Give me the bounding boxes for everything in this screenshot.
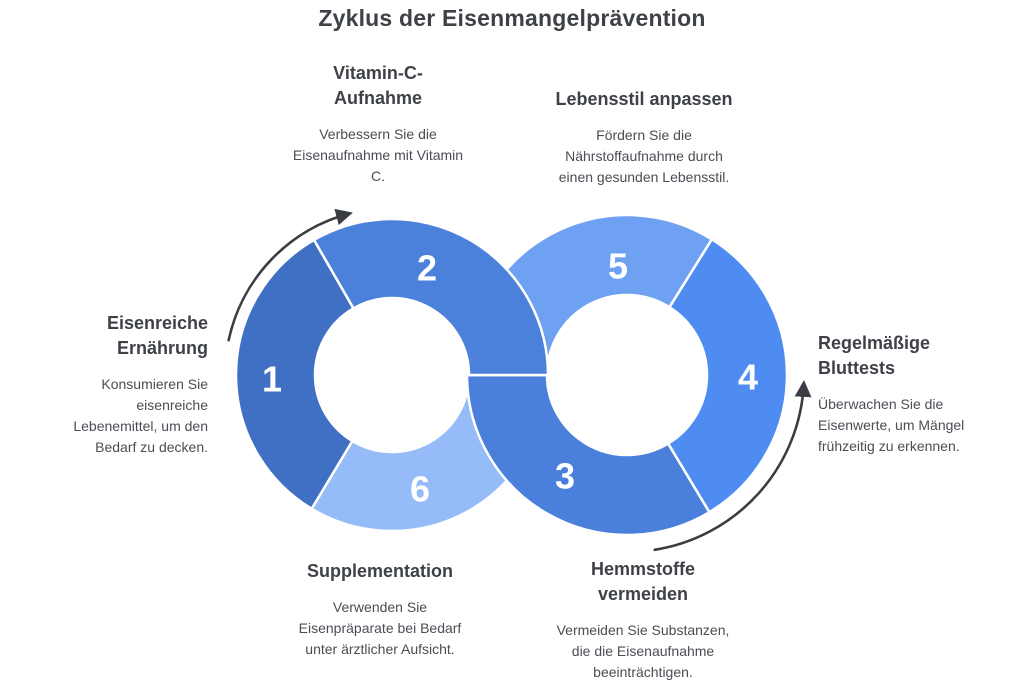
flow-arrow-left-ring xyxy=(227,208,353,342)
step-label-lebensstil-anpassen: Lebensstil anpassen Fördern Sie die Nähr… xyxy=(519,87,769,188)
segment-number-2: 2 xyxy=(417,248,437,289)
step-label-vitamin-c-aufnahme: Vitamin-C- Aufnahme Verbessern Sie die E… xyxy=(253,61,503,187)
segment-number-6: 6 xyxy=(410,469,430,510)
ring-segment-3 xyxy=(465,373,711,537)
ring-segment-2 xyxy=(312,217,550,377)
ring-segments-layer xyxy=(234,213,789,537)
step-description: Verwenden Sie Eisenpräparate bei Bedarf … xyxy=(298,599,462,657)
step-heading: Regelmäßige Bluttests xyxy=(818,333,931,378)
ring-segment-1 xyxy=(234,238,355,510)
ring-segment-4 xyxy=(666,238,789,514)
flow-arrows-layer xyxy=(227,208,812,552)
step-description: Vermeiden Sie Substanzen, die die Eisena… xyxy=(556,622,730,680)
segment-number-4: 4 xyxy=(738,357,758,398)
flow-arrow-right-ring xyxy=(653,380,812,552)
step-label-supplementation: Supplementation Verwenden Sie Eisenpräpa… xyxy=(255,559,505,660)
step-heading: Supplementation xyxy=(306,561,453,581)
segment-numbers-layer: 1 2 3 4 5 6 xyxy=(262,246,758,510)
step-description: Überwachen Sie die Eisenwerte, um Mängel… xyxy=(818,396,965,454)
step-description: Fördern Sie die Nährstoffaufnahme durch … xyxy=(558,127,730,185)
step-label-regelmaessige-bluttests: Regelmäßige Bluttests Überwachen Sie die… xyxy=(818,331,1013,457)
segment-number-5: 5 xyxy=(608,246,628,287)
segment-number-1: 1 xyxy=(262,359,282,400)
step-description: Verbessern Sie die Eisenaufnahme mit Vit… xyxy=(292,126,464,184)
step-heading: Hemmstoffe vermeiden xyxy=(590,559,696,604)
step-heading: Lebensstil anpassen xyxy=(555,89,733,109)
step-heading: Eisenreiche Ernährung xyxy=(106,313,208,358)
diagram-title: Zyklus der Eisenmangelprävention xyxy=(318,5,706,31)
step-heading: Vitamin-C- Aufnahme xyxy=(333,63,423,108)
step-label-hemmstoffe-vermeiden: Hemmstoffe vermeiden Vermeiden Sie Subst… xyxy=(518,557,768,683)
step-description: Konsumieren Sie eisenreiche Lebenemittel… xyxy=(73,376,208,455)
segment-number-3: 3 xyxy=(555,456,575,497)
step-label-eisenreiche-ernaehrung: Eisenreiche Ernährung Konsumieren Sie ei… xyxy=(30,311,208,458)
